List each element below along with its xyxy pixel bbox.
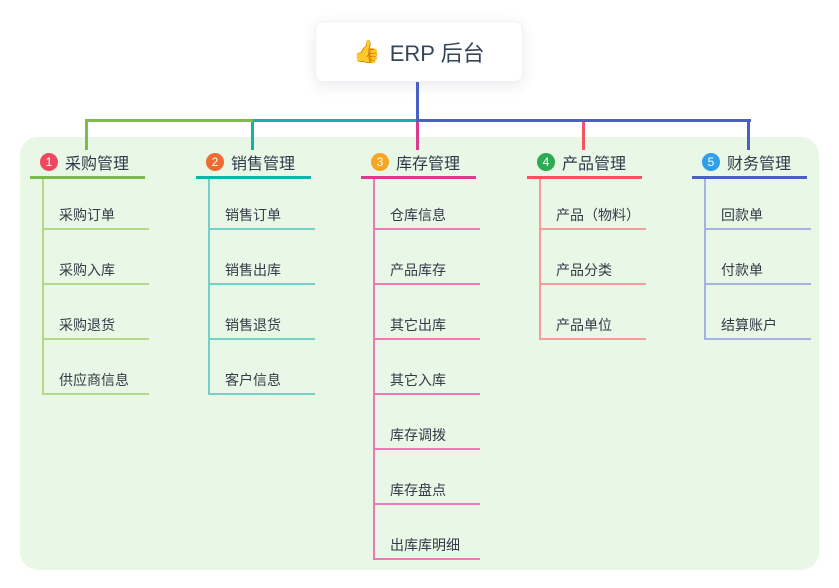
branch-connector (416, 122, 419, 150)
child-item[interactable]: 采购订单 (44, 179, 149, 230)
child-item-label: 产品分类 (556, 262, 612, 278)
child-item[interactable]: 结算账户 (706, 285, 811, 340)
branches-panel (20, 137, 819, 570)
branch-header[interactable]: 2 销售管理 (196, 148, 311, 176)
branch-underline (692, 176, 807, 179)
child-item-label: 仓库信息 (390, 207, 446, 223)
child-item-label: 其它出库 (390, 317, 446, 333)
branch-label: 采购管理 (65, 156, 130, 173)
branch-库存管理: 3 库存管理仓库信息产品库存其它出库其它入库库存调拨库存盘点出库库明细 (361, 148, 480, 560)
branch-connector (251, 119, 254, 150)
branch-number-badge: 3 (371, 153, 389, 171)
branch-number-badge: 1 (40, 153, 58, 171)
child-item-label: 库存盘点 (390, 482, 446, 498)
child-item-label: 产品库存 (390, 262, 446, 278)
branch-children: 回款单付款单结算账户 (704, 179, 811, 340)
bus-segment (85, 119, 254, 122)
child-item-label: 出库库明细 (390, 537, 460, 553)
branch-children: 采购订单采购入库采购退货供应商信息 (42, 179, 149, 395)
child-item-label: 库存调拨 (390, 427, 446, 443)
branch-underline (527, 176, 642, 179)
child-item[interactable]: 采购退货 (44, 285, 149, 340)
branch-underline (30, 176, 145, 179)
child-item[interactable]: 仓库信息 (375, 179, 480, 230)
child-item[interactable]: 产品分类 (541, 230, 646, 285)
child-item-label: 付款单 (721, 262, 763, 278)
child-item-label: 采购入库 (59, 262, 115, 278)
branch-label: 销售管理 (231, 156, 296, 173)
thumbs-up-icon: 👍 (353, 38, 381, 64)
branch-header[interactable]: 1 采购管理 (30, 148, 145, 176)
child-item-label: 采购退货 (59, 317, 115, 333)
branch-number-badge: 2 (206, 153, 224, 171)
child-item[interactable]: 产品库存 (375, 230, 480, 285)
root-connector (416, 82, 419, 122)
child-item[interactable]: 供应商信息 (44, 340, 149, 395)
child-item-label: 采购订单 (59, 207, 115, 223)
bus-segment (416, 119, 751, 122)
child-item-label: 销售出库 (225, 262, 281, 278)
branch-number-badge: 5 (702, 153, 720, 171)
child-item-label: 产品单位 (556, 317, 612, 333)
child-item[interactable]: 产品（物料） (541, 179, 646, 230)
branch-underline (196, 176, 311, 179)
bus-segment (253, 119, 417, 122)
child-item[interactable]: 其它入库 (375, 340, 480, 395)
child-item[interactable]: 库存调拨 (375, 395, 480, 450)
branch-label: 财务管理 (727, 156, 792, 173)
branch-label: 产品管理 (562, 156, 627, 173)
branch-children: 销售订单销售出库销售退货客户信息 (208, 179, 315, 395)
child-item[interactable]: 客户信息 (210, 340, 315, 395)
branch-connector (747, 119, 750, 150)
child-item[interactable]: 出库库明细 (375, 505, 480, 560)
child-item[interactable]: 回款单 (706, 179, 811, 230)
branch-产品管理: 4 产品管理产品（物料） 产品分类产品单位 (527, 148, 646, 340)
branch-采购管理: 1 采购管理采购订单采购入库采购退货供应商信息 (30, 148, 149, 395)
branch-children: 产品（物料） 产品分类产品单位 (539, 179, 646, 340)
child-item-label: 销售订单 (225, 207, 281, 223)
root-node[interactable]: 👍 ERP 后台 (315, 21, 523, 82)
branch-connector (85, 119, 88, 150)
child-item[interactable]: 产品单位 (541, 285, 646, 340)
branch-label: 库存管理 (396, 156, 461, 173)
child-item-label: 供应商信息 (59, 372, 129, 388)
child-item[interactable]: 销售订单 (210, 179, 315, 230)
child-item[interactable]: 库存盘点 (375, 450, 480, 505)
child-item[interactable]: 销售退货 (210, 285, 315, 340)
child-item-label: 客户信息 (225, 372, 281, 388)
child-item[interactable]: 付款单 (706, 230, 811, 285)
branch-children: 仓库信息产品库存其它出库其它入库库存调拨库存盘点出库库明细 (373, 179, 480, 560)
child-item[interactable]: 采购入库 (44, 230, 149, 285)
branch-connector (582, 119, 585, 150)
branch-财务管理: 5 财务管理回款单付款单结算账户 (692, 148, 811, 340)
child-item[interactable]: 其它出库 (375, 285, 480, 340)
child-item-label: 回款单 (721, 207, 763, 223)
branch-header[interactable]: 4 产品管理 (527, 148, 642, 176)
branch-header[interactable]: 3 库存管理 (361, 148, 476, 176)
child-item-label: 产品（物料） (556, 207, 640, 223)
child-item-label: 其它入库 (390, 372, 446, 388)
child-item-label: 结算账户 (721, 317, 777, 333)
child-item[interactable]: 销售出库 (210, 230, 315, 285)
root-node-label: ERP 后台 (389, 40, 485, 66)
branch-number-badge: 4 (537, 153, 555, 171)
branch-underline (361, 176, 476, 179)
branch-销售管理: 2 销售管理销售订单销售出库销售退货客户信息 (196, 148, 315, 395)
child-item-label: 销售退货 (225, 317, 281, 333)
branch-header[interactable]: 5 财务管理 (692, 148, 807, 176)
